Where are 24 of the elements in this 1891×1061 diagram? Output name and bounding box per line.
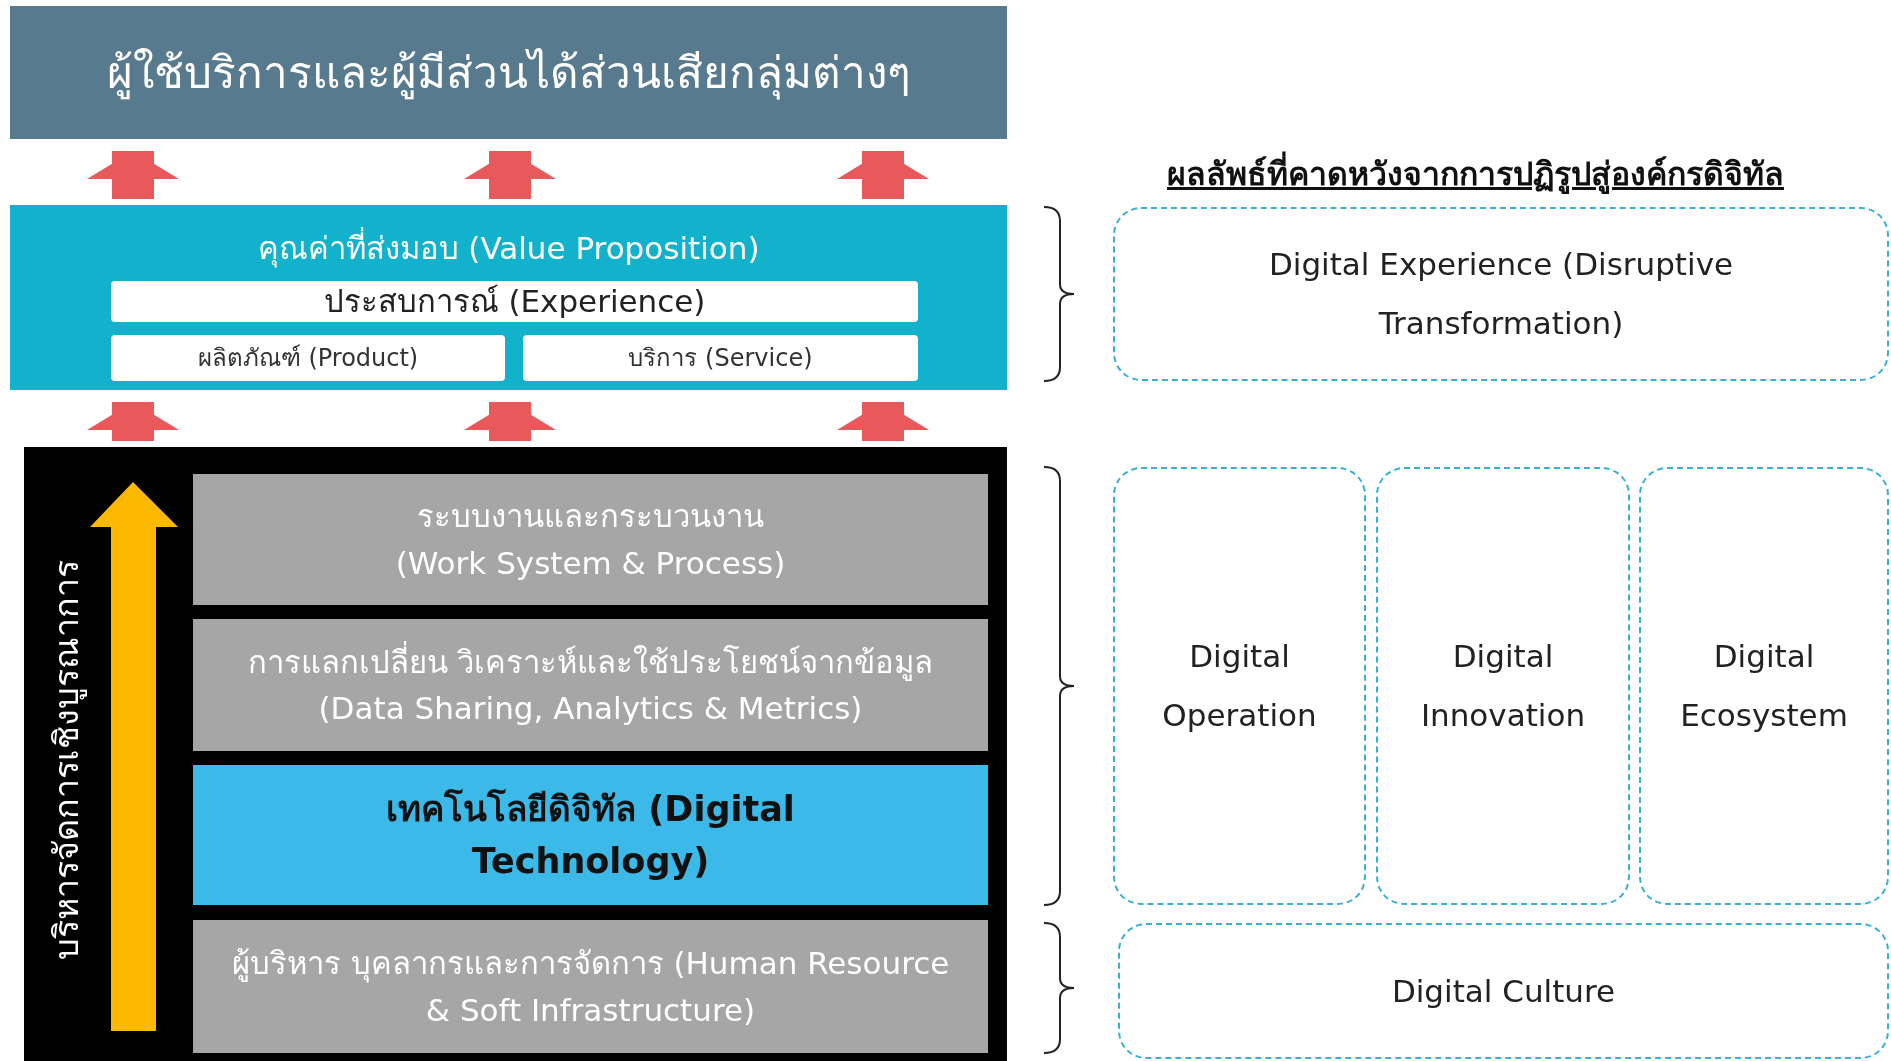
arrow	[87, 151, 179, 199]
arrow	[837, 151, 929, 199]
outcome-box: Digital Experience (Disruptive Transformation)	[1113, 207, 1889, 381]
layer-box: ระบบงานและกระบวนงาน (Work System & Process)	[193, 474, 988, 605]
management-panel	[24, 447, 1007, 1061]
arrow	[87, 402, 179, 441]
band-title: คุณค่าที่ส่งมอบ (Value Proposition)	[257, 225, 760, 272]
product-box: ผลิตภัณฑ์ (Product)	[111, 335, 505, 381]
outcome-box: Digital Operation	[1113, 467, 1366, 905]
arrow	[837, 402, 929, 441]
outcome-box: Digital Innovation	[1376, 467, 1630, 905]
layer-box: การแลกเปลี่ยน วิเคราะห์และใช้ประโยชน์จากข้อมูล (Data Sharing, Analytics & Metrics)	[193, 619, 988, 751]
experience-box: ประสบการณ์ (Experience)	[111, 281, 918, 322]
section-heading: ผลลัพธ์ที่คาดหวังจากการปฏิรูปสู่องค์กรดิจิทัล	[1167, 148, 1784, 199]
value-band	[10, 205, 1007, 390]
stakeholder-banner: ผู้ใช้บริการและผู้มีส่วนได้ส่วนเสียกลุ่มต่างๆ	[10, 6, 1007, 139]
vertical-label: บริหารจัดการเชิงบูรณาการ	[44, 560, 88, 960]
technology-box: เทคโนโลยีดิจิทัล (Digital Technology)	[193, 765, 988, 905]
service-box: บริการ (Service)	[523, 335, 918, 381]
outcome-box: Digital Ecosystem	[1639, 467, 1889, 905]
layer-box: ผู้บริหาร บุคลากรและการจัดการ (Human Resource & Soft Infrastructure)	[193, 920, 988, 1053]
outcome-box: Digital Culture	[1118, 923, 1889, 1059]
arrow	[464, 151, 556, 199]
arrow	[464, 402, 556, 441]
